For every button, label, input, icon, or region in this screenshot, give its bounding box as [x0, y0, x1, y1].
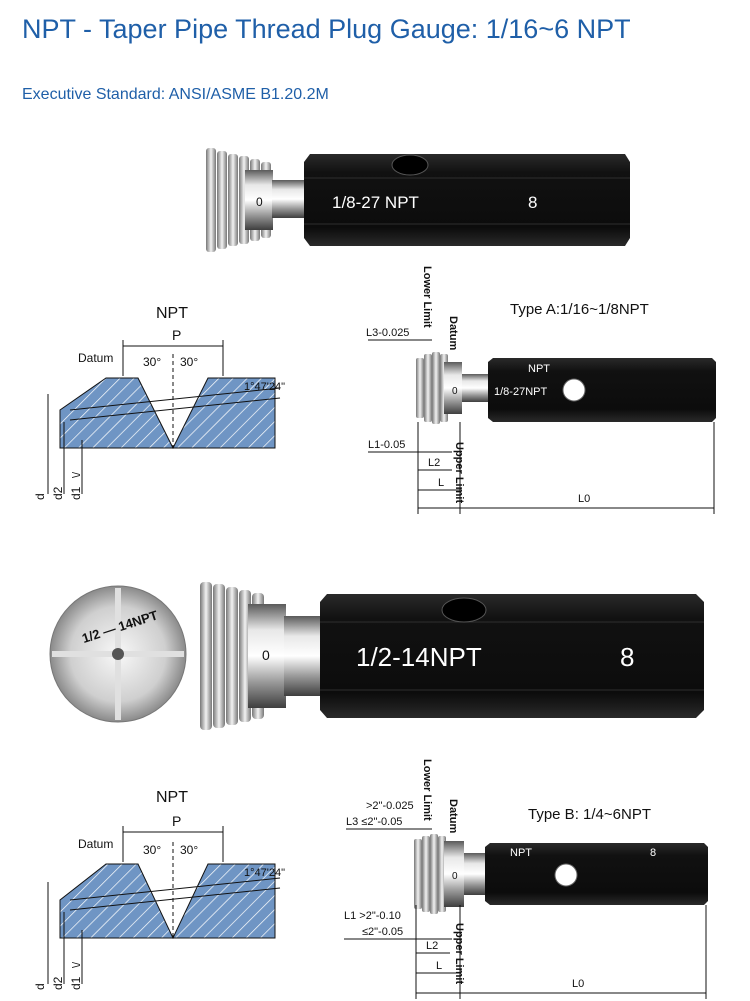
ring-mark: 0 [452, 386, 458, 397]
gauge-body [416, 352, 716, 424]
page-title: NPT - Taper Pipe Thread Plug Gauge: 1/16… [22, 14, 631, 44]
type-b-drawing: Type B: 1/4~6NPT Lower Limit Datum Upper… [344, 759, 708, 999]
l1-gt-label: L1 >2"-0.10 [344, 910, 401, 922]
l3-gt-label: >2"-0.025 [366, 800, 414, 812]
ring-mark: 0 [452, 871, 458, 882]
dim-d2: d2 [51, 976, 65, 990]
grade-mark: 8 [650, 847, 656, 859]
npt-mark: NPT [528, 363, 550, 375]
l3-le-label: L3 ≤2"-0.05 [346, 816, 402, 828]
type-b-title: Type B: 1/4~6NPT [528, 806, 651, 823]
upper-limit-label: Upper Limit [453, 442, 465, 503]
dim-d: d [33, 983, 47, 990]
size-mark: 1/2-14NPT [356, 642, 482, 672]
l-label: L [436, 960, 442, 972]
dim-d2: d2 [51, 486, 65, 500]
executive-standard: Executive Standard: ANSI/ASME B1.20.2M [22, 86, 329, 103]
l1-le-label: ≤2"-0.05 [362, 926, 403, 938]
grade-mark: 8 [620, 642, 634, 672]
l3-label: L3-0.025 [366, 327, 409, 339]
datum-label: Datum [447, 799, 459, 833]
gauge-body [414, 834, 708, 914]
datum-label: Datum [447, 316, 459, 350]
angle-right: 30° [180, 355, 198, 369]
datum-label: Datum [78, 351, 113, 365]
dim-d1: d1 [69, 486, 83, 500]
l2-label: L2 [426, 940, 438, 952]
ring-mark: 0 [256, 195, 263, 209]
npt-mark: NPT [510, 847, 532, 859]
pitch-label: P [172, 327, 181, 343]
dim-d1: d1 [69, 976, 83, 990]
size-mark: 1/8-27NPT [494, 386, 547, 398]
type-a-title: Type A:1/16~1/8NPT [510, 301, 649, 318]
l2-label: L2 [428, 457, 440, 469]
thread-profile-diagram-b: NPT P Datum 30° 30° 1°47'24" d d2 d1 \/ [33, 789, 285, 990]
l0-label: L0 [578, 493, 590, 505]
angle-left: 30° [143, 843, 161, 857]
l1-label: L1-0.05 [368, 439, 405, 451]
l-label: L [438, 477, 444, 489]
l0-label: L0 [572, 978, 584, 990]
gauge-photo-top: 0 1/8-27 NPT 8 [206, 148, 630, 252]
thread-profile-diagram-a: NPT P Datum 30° 30° 1°47'24" d d2 d1 \/ [33, 305, 285, 500]
profile-heading: NPT [156, 789, 188, 806]
lower-limit-label: Lower Limit [421, 759, 433, 821]
gauge-end-face: 1/2 — 14NPT [49, 585, 187, 723]
dim-d: d [33, 493, 47, 500]
dim-symbol: \/ [71, 961, 83, 968]
lower-limit-label: Lower Limit [421, 266, 433, 328]
taper-angle: 1°47'24" [244, 381, 285, 393]
taper-angle: 1°47'24" [244, 867, 285, 879]
size-mark: 1/8-27 NPT [332, 193, 419, 212]
profile-heading: NPT [156, 305, 188, 322]
dim-symbol: \/ [71, 471, 83, 478]
angle-right: 30° [180, 843, 198, 857]
upper-limit-label: Upper Limit [453, 923, 465, 984]
pitch-label: P [172, 813, 181, 829]
angle-left: 30° [143, 355, 161, 369]
gauge-photo-large: 0 1/2-14NPT 8 [200, 582, 704, 730]
ring-mark: 0 [262, 647, 270, 663]
grade-mark: 8 [528, 193, 537, 212]
type-a-drawing: Type A:1/16~1/8NPT Lower Limit Datum Upp… [366, 266, 716, 514]
datum-label: Datum [78, 837, 113, 851]
